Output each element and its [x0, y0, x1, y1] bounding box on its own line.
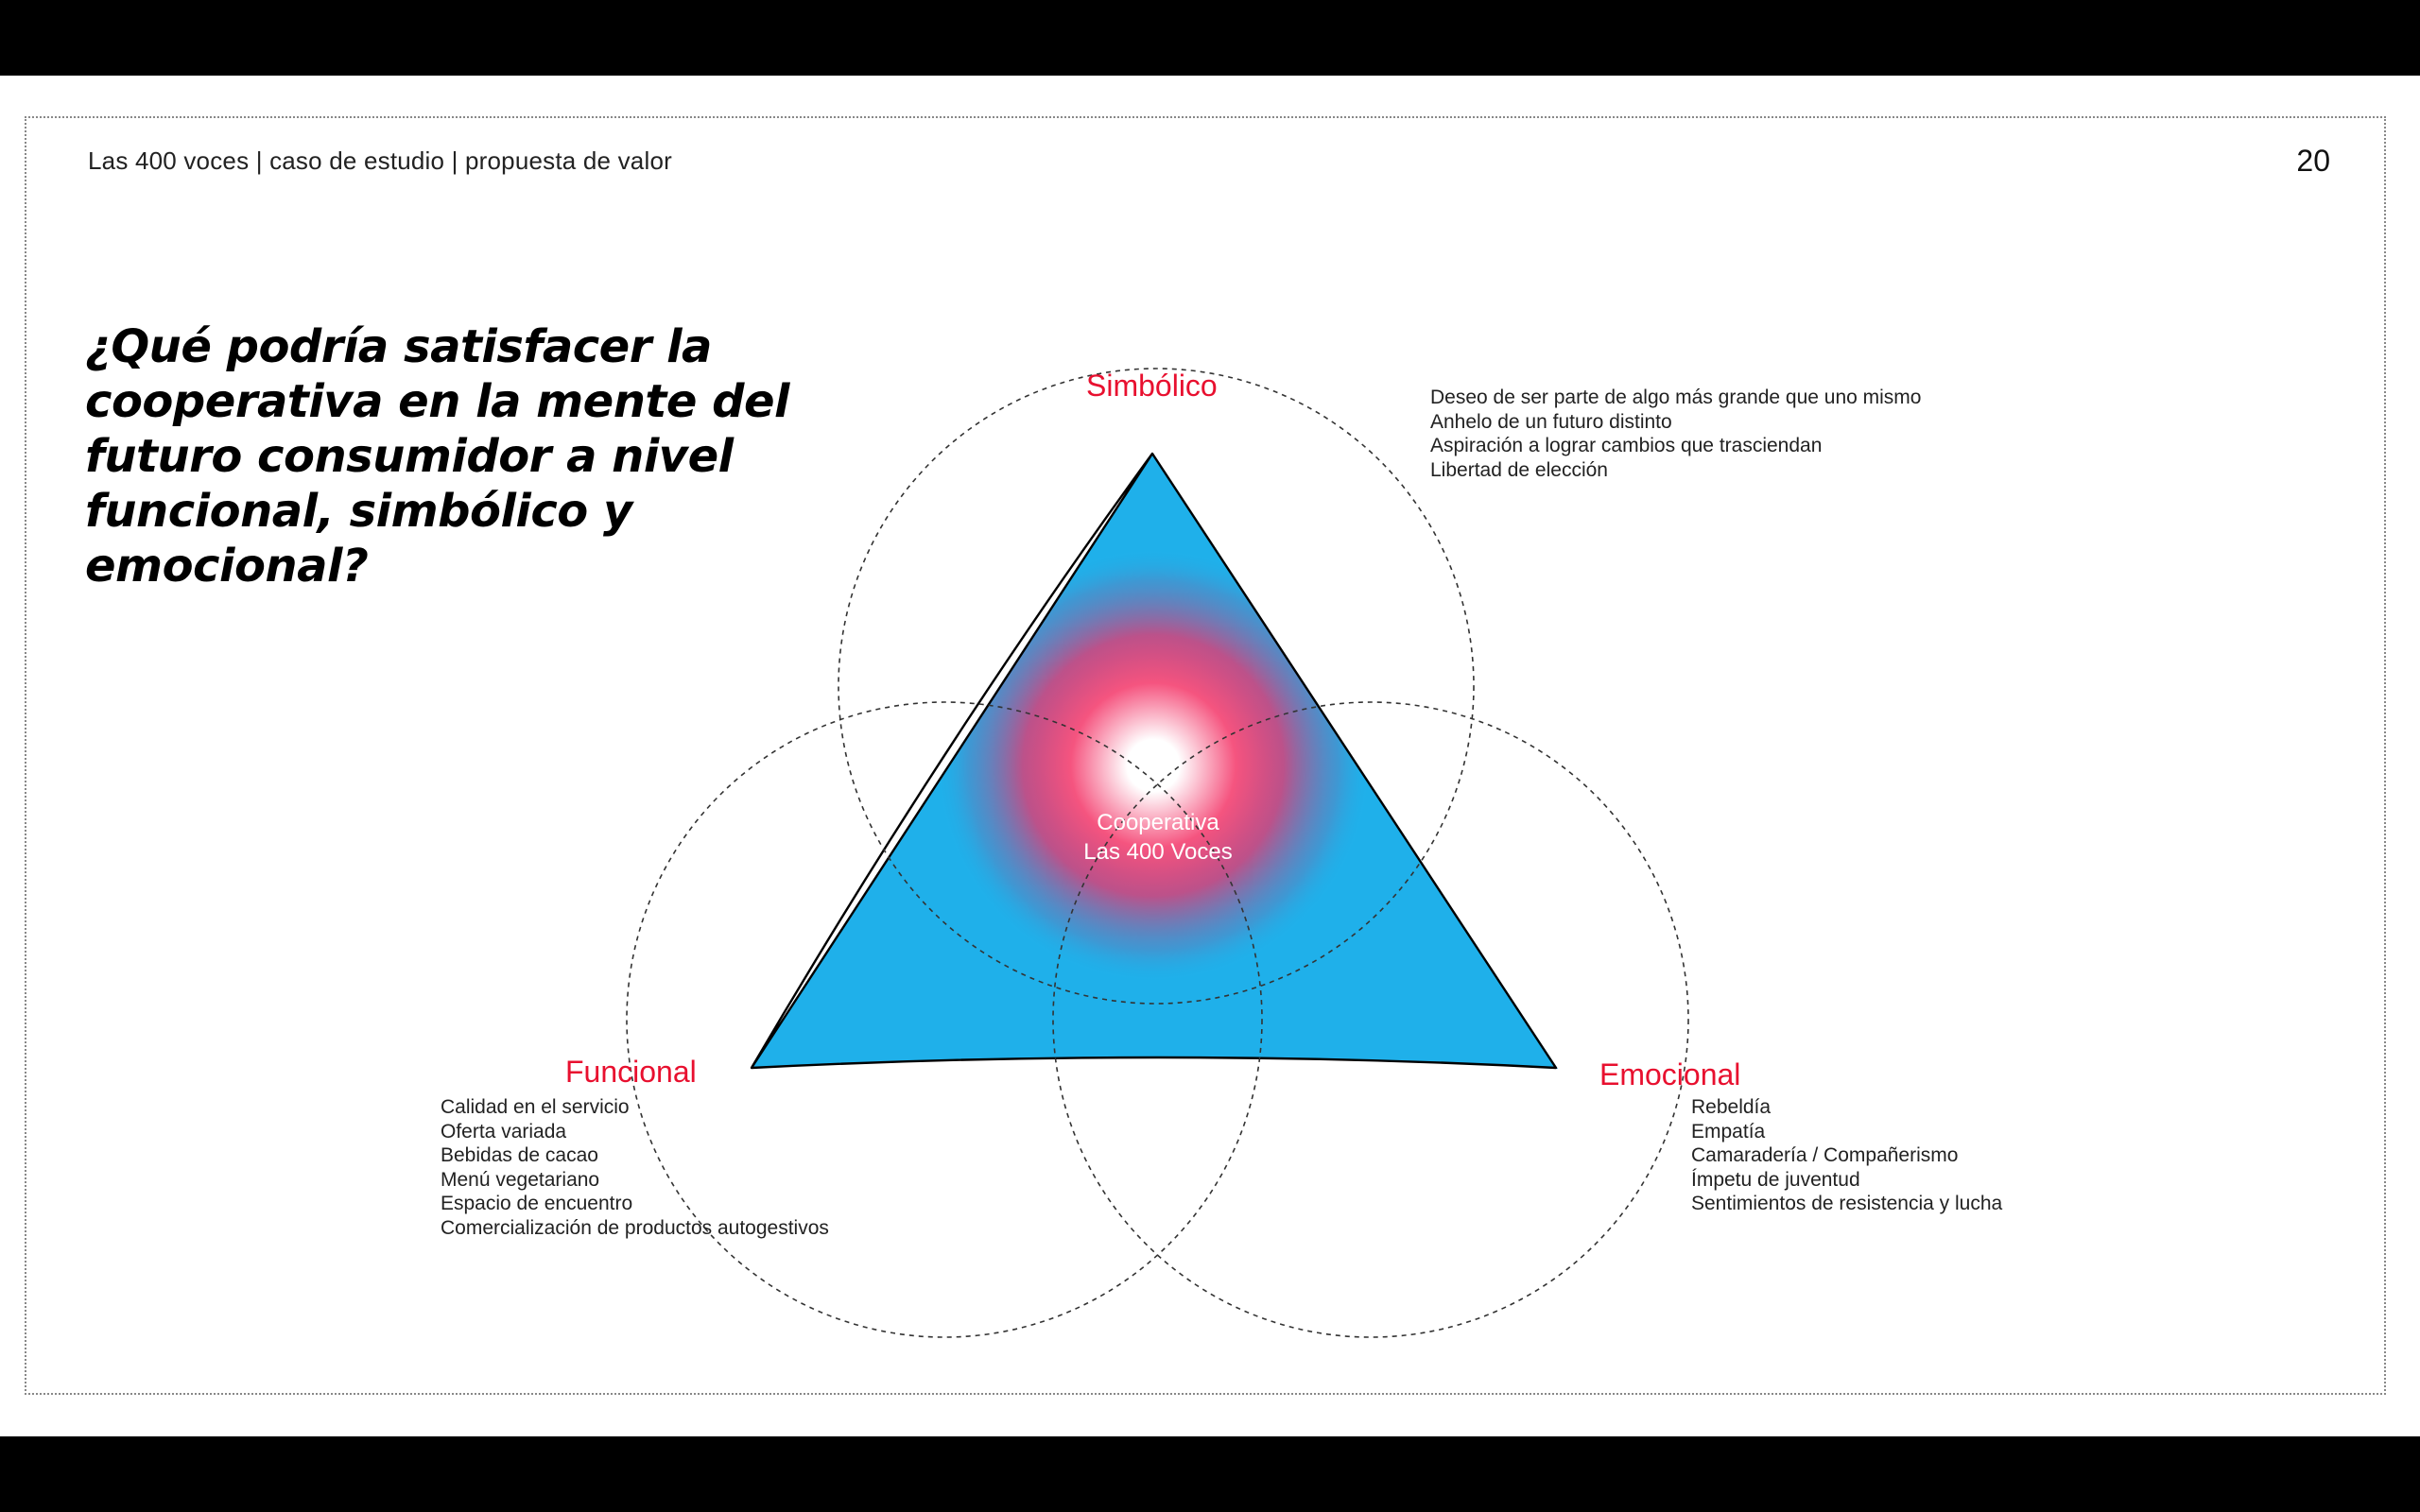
question-heading: ¿Qué podría satisfacer la cooperativa en… — [85, 320, 789, 593]
list-item: Rebeldía — [1691, 1096, 1772, 1118]
emocional-label: Emocional — [1599, 1057, 1741, 1091]
list-item: Sentimientos de resistencia y lucha — [1691, 1193, 2003, 1214]
center-label-line2: Las 400 Voces — [1083, 839, 1233, 865]
slide: Las 400 voces | caso de estudio | propue… — [0, 76, 2420, 1436]
list-item: Deseo de ser parte de algo más grande qu… — [1430, 387, 1922, 408]
list-item: Aspiración a lograr cambios que trascien… — [1430, 435, 1823, 456]
list-item: Empatía — [1691, 1120, 1766, 1143]
funcional-label: Funcional — [565, 1055, 697, 1089]
simbolico-label: Simbólico — [1086, 369, 1218, 403]
simbolico-list: Deseo de ser parte de algo más grande qu… — [1430, 386, 1921, 482]
list-item: Oferta variada — [441, 1120, 567, 1143]
list-item: Bebidas de cacao — [441, 1144, 598, 1166]
list-item: Menú vegetariano — [441, 1168, 600, 1191]
list-item: Calidad en el servicio — [441, 1096, 630, 1118]
center-label-line1: Cooperativa — [1097, 810, 1219, 835]
page-number: 20 — [2296, 144, 2330, 178]
slide-frame — [25, 116, 2386, 1395]
circle-simbolico — [838, 368, 1475, 1005]
center-label: Cooperativa Las 400 Voces — [1040, 808, 1276, 867]
list-item: Anhelo de un futuro distinto — [1430, 410, 1672, 433]
list-item: Camaradería / Compañerismo — [1691, 1144, 1959, 1166]
emocional-list: Rebeldía Empatía Camaradería / Compañeri… — [1691, 1095, 2002, 1216]
list-item: Espacio de encuentro — [441, 1193, 633, 1214]
list-item: Comercialización de productos autogestiv… — [441, 1216, 829, 1239]
circle-funcional — [626, 701, 1263, 1338]
breadcrumb: Las 400 voces | caso de estudio | propue… — [88, 146, 672, 175]
circle-emocional — [1052, 701, 1689, 1338]
value-proposition-diagram — [626, 368, 1689, 1338]
funcional-list: Calidad en el servicio Oferta variada Be… — [441, 1095, 829, 1240]
center-glow — [926, 539, 1380, 992]
list-item: Ímpetu de juventud — [1691, 1168, 1860, 1191]
triangle-outline — [750, 452, 1558, 1070]
list-item: Libertad de elección — [1430, 458, 1608, 481]
